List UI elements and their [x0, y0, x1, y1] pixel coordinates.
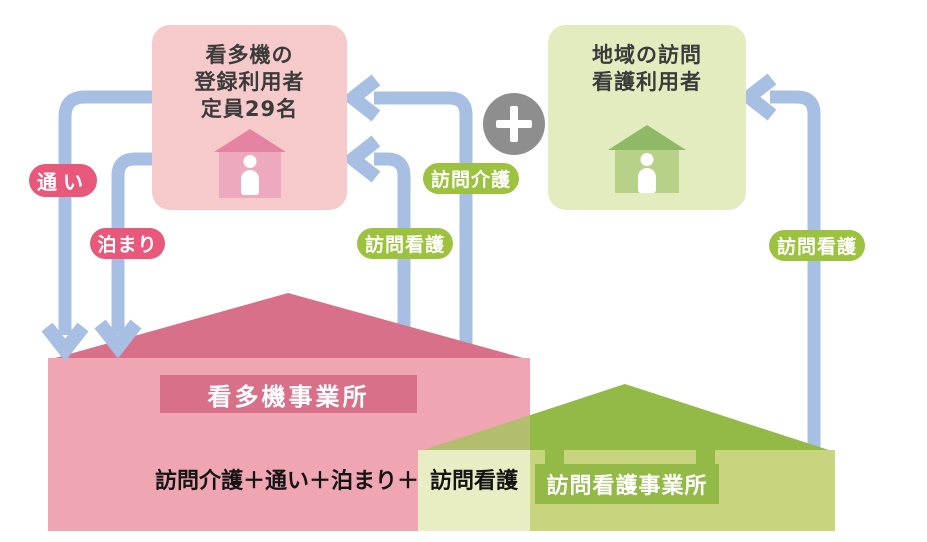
- registered-users-line2: 登録利用者: [194, 70, 305, 94]
- pink-house-icon-roof: [213, 129, 286, 152]
- person-icon-head: [640, 153, 654, 166]
- community-users-box: 地域の訪問 看護利用者: [548, 25, 746, 210]
- pink-house-icon-body: [218, 152, 281, 198]
- community-users-line1: 地域の訪問: [592, 43, 702, 67]
- shared-service-text: 訪問看護: [429, 469, 518, 494]
- community-users-line2: 看護利用者: [592, 70, 702, 94]
- homon-kaigo-arrowhead-left-icon: [341, 74, 381, 122]
- registered-users-box: 看多機の 登録利用者 定員29名: [152, 25, 347, 210]
- tomari-arrow-line: [111, 152, 152, 335]
- homon-kaigo-arrow-line: [374, 91, 473, 352]
- kantaki-services-text: 訪問介護＋通い＋泊まり＋: [155, 469, 420, 494]
- homon-kango-right-arrow-line: [770, 90, 821, 460]
- tomari-arrowhead-down-icon: [94, 319, 142, 359]
- community-users-text: 地域の訪問 看護利用者: [548, 25, 746, 96]
- person-icon-head: [243, 155, 256, 168]
- registered-users-text: 看多機の 登録利用者 定員29名: [152, 25, 347, 123]
- kango-body-overlap-region: [418, 450, 530, 531]
- person-icon-torso: [240, 170, 259, 195]
- badge-kayoi: 通い: [29, 164, 97, 197]
- plus-icon-vertical-bar: [510, 106, 518, 142]
- badge-homon-kango-center: 訪問看護: [357, 228, 453, 259]
- badge-homon-kaigo: 訪問介護: [423, 163, 519, 194]
- kayoi-arrow-line: [58, 90, 152, 335]
- kayoi-arrowhead-down-icon: [41, 322, 89, 362]
- kantaki-office-sign: 看多機事業所: [160, 375, 417, 413]
- registered-users-capacity: 定員29名: [200, 97, 299, 121]
- homon-kango-center-arrowhead-left-icon: [341, 135, 381, 183]
- plus-icon: [483, 93, 545, 155]
- kango-sign-strap-right: [696, 450, 715, 465]
- homon-kango-center-arrow-line: [374, 152, 411, 340]
- registered-users-line1: 看多機の: [205, 43, 294, 67]
- badge-tomari: 泊まり: [90, 228, 165, 259]
- person-icon-torso: [638, 168, 656, 193]
- green-house-icon-body: [615, 150, 679, 193]
- kango-sign-strap-left: [545, 450, 564, 465]
- green-house-icon-roof: [608, 125, 686, 150]
- badge-homon-kango-right: 訪問看護: [769, 230, 865, 261]
- homon-kango-right-arrowhead-left-icon: [737, 73, 777, 121]
- pink-house-icon: [213, 129, 286, 198]
- kango-office-sign: 訪問看護事業所: [535, 464, 719, 504]
- green-house-icon: [608, 125, 686, 193]
